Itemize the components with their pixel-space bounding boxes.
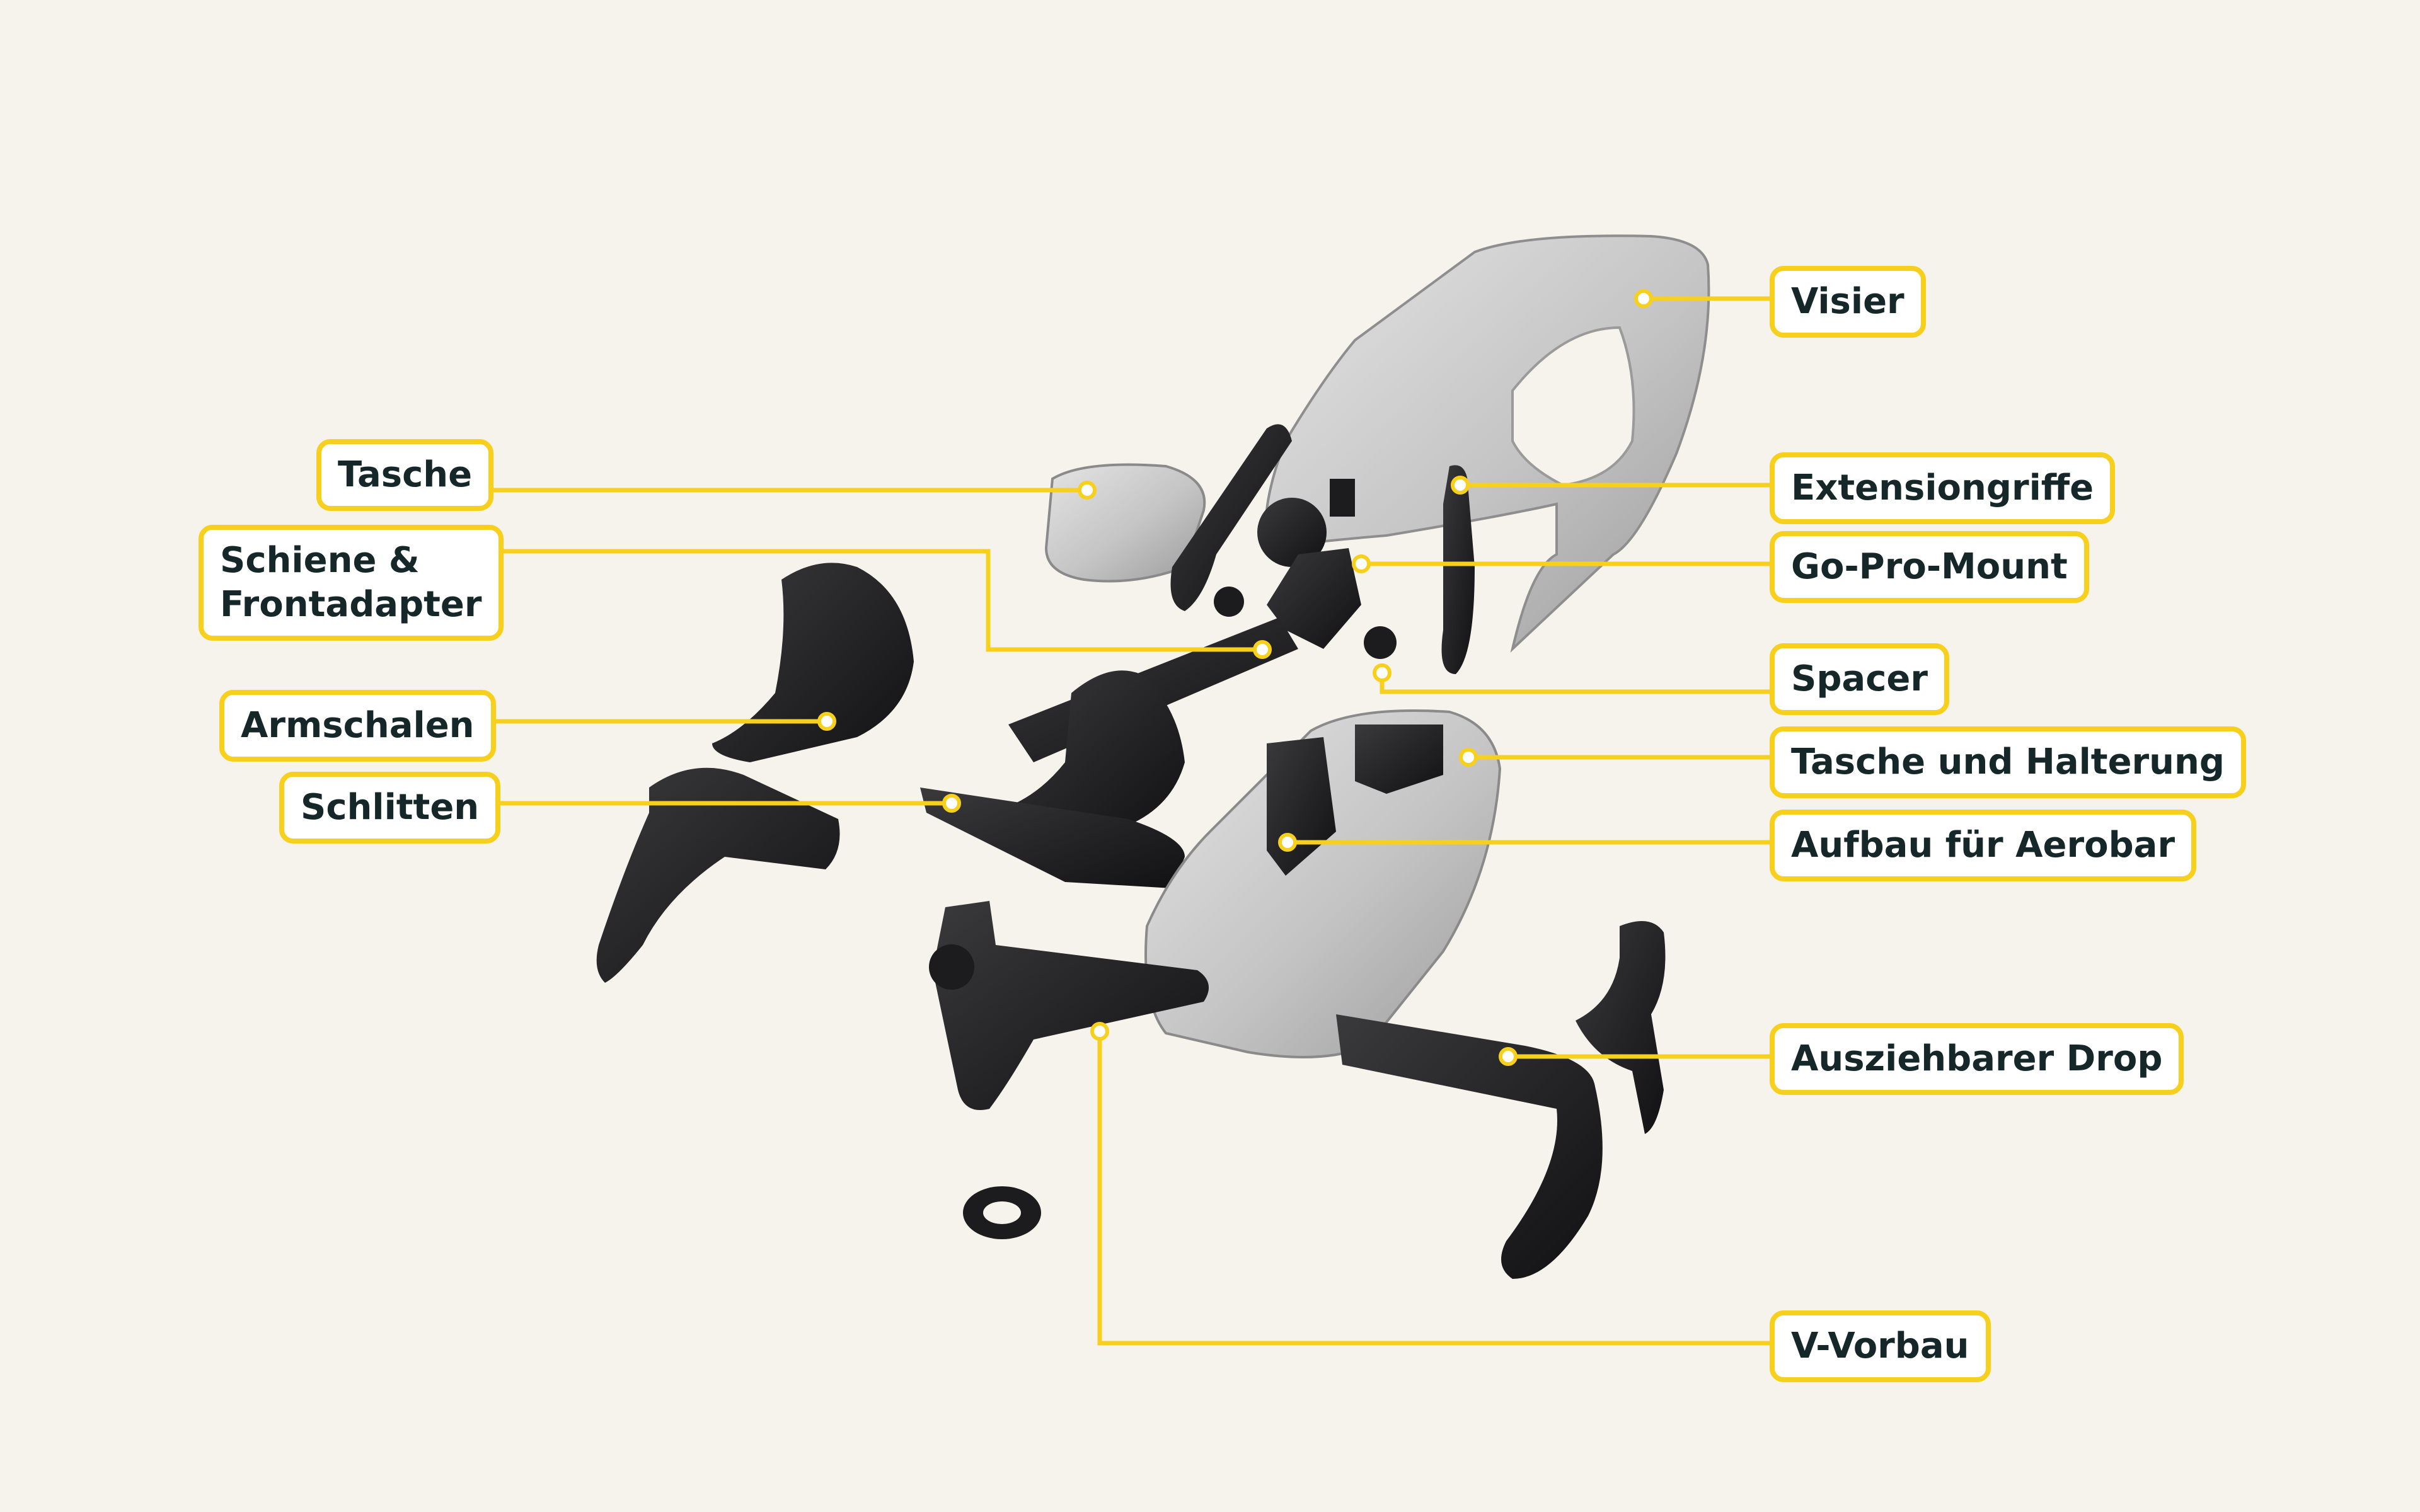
sled-part (920, 788, 1185, 888)
bag-holder-bracket (1355, 724, 1443, 794)
dot-extensiongriffe (1451, 476, 1470, 495)
label-schiene-line1: Schiene & (220, 540, 420, 581)
drop-right-hood (1576, 921, 1666, 1134)
label-schiene-line2: Frontadapter (220, 584, 482, 625)
label-schiene-frontadapter: Schiene & Frontadapter (199, 525, 504, 641)
leader-schiene (487, 549, 1262, 652)
dot-visier (1634, 289, 1653, 308)
stem-cap-part (929, 944, 974, 990)
label-tasche-halterung: Tasche und Halterung (1770, 726, 2246, 798)
stem-spacer-ring-hole (983, 1201, 1021, 1224)
armrest-right (1004, 670, 1185, 838)
dot-vorbau (1090, 1022, 1109, 1041)
label-schlitten: Schlitten (279, 772, 501, 844)
label-ausziehbarer-drop: Ausziehbarer Drop (1770, 1023, 2184, 1095)
dot-aufbau (1278, 833, 1297, 852)
armrest-left (712, 563, 914, 762)
dot-schiene (1253, 640, 1272, 659)
dot-tasche (1078, 481, 1097, 500)
drop-right-part (1336, 1014, 1603, 1279)
dot-tasche-halterung (1459, 748, 1478, 767)
leader-vorbau (1097, 1031, 1771, 1346)
label-gopro-mount: Go-Pro-Mount (1770, 531, 2089, 603)
extension-grip-right (1441, 465, 1475, 674)
dot-armschalen (817, 712, 836, 731)
label-visier: Visier (1770, 266, 1926, 338)
gopro-mount-part (1257, 479, 1361, 649)
label-tasche: Tasche (316, 439, 494, 511)
leader-spacer (1380, 673, 1771, 694)
dot-drop (1499, 1047, 1518, 1066)
label-armschalen: Armschalen (219, 690, 496, 762)
dot-spacer (1373, 663, 1392, 682)
spacer-part (1364, 626, 1397, 659)
label-spacer: Spacer (1770, 643, 1949, 715)
dot-gopro (1352, 554, 1371, 573)
extension-grip-left (1170, 424, 1292, 611)
visor-part (1264, 234, 1710, 653)
dot-schlitten (942, 794, 961, 813)
label-extensiongriffe: Extensiongriffe (1770, 452, 2116, 524)
v-stem-part (933, 901, 1209, 1110)
bag-holder-part (1144, 709, 1502, 1058)
label-v-vorbau: V-Vorbau (1770, 1310, 1991, 1382)
spacer-part-2 (1214, 587, 1244, 617)
drop-left-part (596, 767, 840, 983)
label-aufbau-aerobar: Aufbau für Aerobar (1770, 810, 2197, 881)
